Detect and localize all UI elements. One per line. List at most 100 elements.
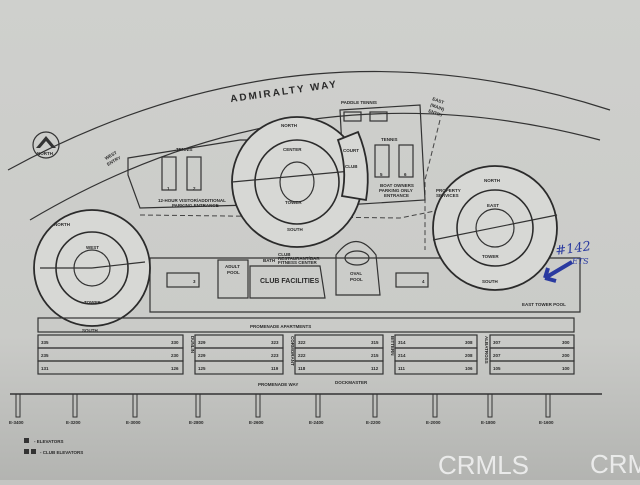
- unit-number: 125: [198, 366, 206, 371]
- center-tower-south-label: SOUTH: [287, 227, 303, 232]
- unit-number: 323: [271, 340, 279, 345]
- street-separator-label: ALBATROSS: [484, 336, 489, 364]
- boat-parking-label: BOAT OWNERS: [380, 183, 414, 188]
- unit-number: 322: [298, 340, 306, 345]
- unit-number: 315: [371, 340, 379, 345]
- adult-pool-label: ADULT: [225, 264, 240, 269]
- dock-pier: [195, 393, 201, 418]
- court-club: [336, 130, 369, 202]
- unit-number: 308: [465, 340, 473, 345]
- east-tower-tower-label: TOWER: [482, 254, 499, 259]
- restaurant-label: RESTAURANT/BAR: [278, 256, 320, 261]
- club-elevator-icon: [24, 449, 29, 454]
- center-tower: COURT CLUB NORTH CENTER TOWER SOUTH: [231, 116, 369, 248]
- dock-pier: [372, 393, 378, 418]
- court-number-1: 1: [167, 186, 170, 191]
- tennis-court-2: [186, 156, 202, 191]
- street-separator-label: CORMORANT: [290, 336, 295, 366]
- unit-number: 131: [41, 366, 49, 371]
- apartment-row: [294, 360, 384, 375]
- club-facilities-label: CLUB FACILITIES: [260, 278, 319, 285]
- boat-parking-label-2: PARKING ONLY: [379, 188, 413, 193]
- property-services-label-2: SERVICES: [436, 193, 459, 198]
- club-elevator-icon-2: [31, 449, 36, 454]
- tennis-court-1: [161, 156, 177, 191]
- dock-pier: [545, 393, 551, 418]
- west-entry-label: WEST: [104, 150, 118, 161]
- unit-number: 235: [41, 353, 49, 358]
- east-entry-label-2: (MAIN): [430, 102, 446, 112]
- west-tower-north-label: NORTH: [54, 222, 70, 227]
- elevator-icon: [24, 438, 29, 443]
- visitor-parking-label-2: PARKING ENTRANCE: [172, 203, 219, 208]
- dock-pier: [255, 393, 261, 418]
- dock-label: E-3200: [66, 420, 81, 425]
- east-tower: NORTH EAST TOWER SOUTH: [432, 165, 558, 291]
- dock-label: E-2600: [249, 420, 264, 425]
- center-tower-tower-label: TOWER: [285, 200, 302, 205]
- dock-label: E-1600: [539, 420, 554, 425]
- west-tower-tower-label: TOWER: [84, 300, 101, 305]
- paddle-tennis-label: PADDLE TENNIS: [341, 100, 377, 105]
- unit-number: 112: [371, 366, 379, 371]
- center-tower-north-label: NORTH: [281, 123, 297, 128]
- compass-label: NORTH: [37, 151, 53, 156]
- fitness-center-label: FITNESS CENTER: [278, 260, 318, 265]
- boat-parking-label-3: ENTRANCE: [384, 193, 409, 198]
- oval-pool-label: OVAL: [350, 271, 362, 276]
- legend-club-elevators: - CLUB ELEVATORS: [40, 450, 83, 455]
- unit-number: 118: [298, 366, 306, 371]
- unit-number: 106: [465, 366, 473, 371]
- adult-pool-label-2: POOL: [227, 270, 240, 275]
- promenade-way-label: PROMENADE WAY: [258, 382, 298, 387]
- tennis-court-5: [374, 144, 390, 178]
- unit-number: 126: [171, 366, 179, 371]
- apartment-row: [489, 360, 575, 375]
- court-number-5: 5: [380, 172, 383, 177]
- west-tower-south-label: SOUTH: [82, 328, 98, 333]
- dock-label: E-3000: [126, 420, 141, 425]
- east-tower-pool-label: EAST TOWER POOL: [522, 302, 566, 307]
- dock-label: E-2400: [309, 420, 324, 425]
- club-label: CLUB: [278, 252, 291, 257]
- dock-label: E-1800: [481, 420, 496, 425]
- unit-number: 329: [198, 340, 206, 345]
- paddle-court-1: [343, 111, 362, 122]
- unit-number: 111: [398, 366, 406, 371]
- oval-pool-area: [335, 240, 381, 296]
- west-tower-name-label: WEST: [86, 245, 99, 250]
- dock-pier: [487, 393, 493, 418]
- unit-number: 100: [562, 366, 570, 371]
- legend-elevators: - ELEVATORS: [34, 439, 64, 444]
- east-tower-name-label: EAST: [487, 203, 499, 208]
- apartments-title: PROMENADE APARTMENTS: [250, 324, 311, 329]
- unit-number: 214: [398, 353, 406, 358]
- unit-number: 307: [493, 340, 501, 345]
- adult-pool-area: [217, 259, 249, 299]
- oval-pool-label-2: POOL: [350, 277, 363, 282]
- dockmaster-label: DOCKMASTER: [335, 380, 368, 385]
- dock-label: E-2200: [366, 420, 381, 425]
- dock-label: E-2000: [426, 420, 441, 425]
- dock-pier: [132, 393, 138, 418]
- unit-number: 207: [493, 353, 501, 358]
- annotation-ets: ETS: [571, 257, 589, 266]
- east-tower-north-label: NORTH: [484, 178, 500, 183]
- dock-pier: [315, 393, 321, 418]
- dock-label: E-3400: [9, 420, 24, 425]
- apartment-row: [194, 360, 284, 375]
- north-compass-icon: NORTH: [32, 131, 60, 159]
- court-number-2: 2: [193, 186, 196, 191]
- arrow-icon: [543, 260, 574, 283]
- tennis-label-right: TENNIS: [381, 137, 398, 142]
- property-services-label: PROPERTY: [436, 188, 461, 193]
- apartments-header: [37, 317, 575, 333]
- dock-pier: [15, 393, 21, 418]
- apartment-row: [37, 360, 184, 375]
- west-entry-label-2: ENTRY: [106, 155, 122, 167]
- watermark-corner: CRMLS: [590, 449, 640, 479]
- unit-number: 230: [171, 353, 179, 358]
- court-number-6: 6: [404, 172, 407, 177]
